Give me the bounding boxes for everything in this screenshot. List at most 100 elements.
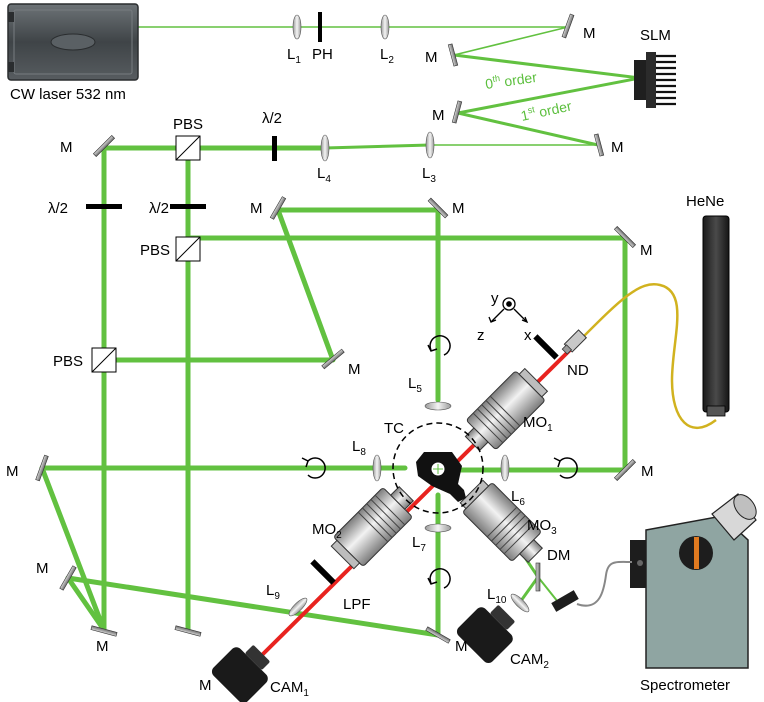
label-MO1: MO1 bbox=[523, 414, 553, 434]
label-M-10: M bbox=[641, 463, 654, 480]
rotation-arrow-bottom bbox=[427, 568, 451, 589]
lens-L7 bbox=[424, 523, 452, 533]
label-L6: L6 bbox=[511, 488, 525, 508]
mirror-7 bbox=[427, 197, 449, 219]
label-L4: L4 bbox=[317, 165, 331, 185]
objective-MO2 bbox=[330, 485, 415, 570]
spectrometer-fiber bbox=[576, 560, 633, 607]
cw-laser bbox=[7, 3, 139, 81]
label-CAM2: CAM2 bbox=[510, 651, 549, 671]
label-M-8: M bbox=[640, 242, 653, 259]
mirror-12 bbox=[59, 565, 77, 591]
rotation-arrow-left bbox=[301, 457, 326, 479]
label-L2: L2 bbox=[380, 46, 394, 66]
axis-label-x: x bbox=[524, 327, 532, 344]
pbs-top bbox=[175, 135, 201, 161]
mirror-2 bbox=[447, 43, 459, 67]
mirrors bbox=[35, 13, 637, 644]
lens-L4 bbox=[320, 134, 330, 162]
mirror-5 bbox=[92, 134, 116, 158]
coordinate-axes bbox=[488, 297, 529, 324]
label-L5: L5 bbox=[408, 375, 422, 395]
long-pass-filter bbox=[310, 559, 336, 585]
half-wave-plate-3 bbox=[170, 204, 206, 209]
axis-label-z: z bbox=[477, 327, 485, 344]
label-ND: ND bbox=[567, 362, 589, 379]
mirror-1 bbox=[561, 13, 575, 39]
lens-L9 bbox=[288, 597, 308, 617]
label-half-wave-3: λ/2 bbox=[149, 200, 169, 217]
pbs-left bbox=[91, 347, 117, 373]
label-M-5: M bbox=[60, 139, 73, 156]
label-L7: L7 bbox=[412, 534, 426, 554]
spectrometer bbox=[630, 493, 757, 669]
hene-label: HeNe bbox=[686, 193, 724, 210]
fiber-connector bbox=[561, 329, 588, 355]
lens-L6 bbox=[500, 454, 510, 482]
pbs-cubes bbox=[91, 135, 201, 373]
mirror-14 bbox=[174, 625, 202, 637]
label-M-9: M bbox=[348, 361, 361, 378]
label-TC: TC bbox=[384, 420, 404, 437]
nd-filter bbox=[533, 334, 559, 360]
label-L1: L1 bbox=[287, 46, 301, 66]
mirror-6 bbox=[269, 196, 287, 220]
label-L10: L10 bbox=[487, 586, 507, 606]
first-order-label: 1st order bbox=[519, 97, 573, 124]
lens-L1 bbox=[292, 14, 302, 40]
label-M-6: M bbox=[250, 200, 263, 217]
camera-CAM1 bbox=[211, 645, 270, 702]
label-half-wave-2: λ/2 bbox=[48, 200, 68, 217]
label-MO2: MO2 bbox=[312, 521, 342, 541]
label-M-7: M bbox=[452, 200, 465, 217]
trap-chamber bbox=[416, 452, 466, 502]
spectrometer-coupler bbox=[551, 590, 579, 612]
label-L8: L8 bbox=[352, 438, 366, 458]
rotation-arrow-right bbox=[553, 457, 578, 479]
laser-label: CW laser 532 nm bbox=[10, 86, 126, 103]
axis-label-y: y bbox=[491, 290, 499, 307]
label-PBS-left: PBS bbox=[53, 353, 83, 370]
label-PH: PH bbox=[312, 46, 333, 63]
label-L3: L3 bbox=[422, 165, 436, 185]
label-LPF: LPF bbox=[343, 596, 371, 613]
label-M-2: M bbox=[425, 49, 438, 66]
pbs-middle bbox=[175, 236, 201, 262]
mirror-4 bbox=[593, 133, 605, 157]
trap-chamber-boundary bbox=[392, 422, 484, 514]
camera-CAM2 bbox=[456, 605, 515, 664]
label-L9: L9 bbox=[266, 582, 280, 602]
spectrometer-label: Spectrometer bbox=[640, 677, 730, 694]
dichroic-mirror bbox=[535, 562, 541, 592]
lens-L10 bbox=[510, 593, 530, 613]
label-PBS-top: PBS bbox=[173, 116, 203, 133]
hene-laser bbox=[702, 215, 730, 417]
objective-MO3 bbox=[459, 479, 544, 564]
component-labels: L1 PH L2 M M M M M PBS λ/2 L4 L3 λ/2 λ/2… bbox=[6, 25, 654, 699]
rotation-arrow-top bbox=[427, 335, 451, 356]
label-M-11: M bbox=[6, 463, 19, 480]
label-CAM1: CAM1 bbox=[270, 679, 309, 699]
label-M-14: M bbox=[199, 677, 212, 694]
lenses bbox=[288, 14, 530, 617]
label-M-15: M bbox=[455, 638, 468, 655]
objective-MO1 bbox=[464, 367, 549, 452]
mirror-10 bbox=[613, 458, 637, 482]
mirror-11 bbox=[35, 454, 49, 482]
label-MO3: MO3 bbox=[527, 517, 557, 537]
half-wave-plate-1 bbox=[272, 136, 277, 161]
lens-L2 bbox=[380, 14, 390, 40]
mirror-15 bbox=[425, 626, 451, 644]
label-M-3: M bbox=[432, 107, 445, 124]
slm bbox=[634, 52, 676, 108]
mirror-9 bbox=[321, 348, 345, 370]
label-M-12: M bbox=[36, 560, 49, 577]
half-wave-plates bbox=[86, 136, 277, 209]
optical-fiber bbox=[581, 283, 717, 429]
lens-L3 bbox=[425, 131, 435, 159]
label-M-13: M bbox=[96, 638, 109, 655]
slm-label: SLM bbox=[640, 27, 671, 44]
lens-L5 bbox=[424, 401, 452, 411]
label-M-4: M bbox=[611, 139, 624, 156]
